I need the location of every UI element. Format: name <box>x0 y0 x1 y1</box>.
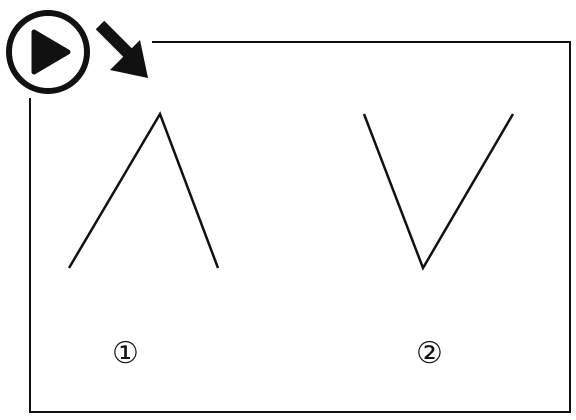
arrow-down-right-icon <box>95 20 148 78</box>
figure-2-v <box>362 113 515 271</box>
diagram-frame <box>29 41 571 413</box>
figure-1-label: ① <box>112 336 139 371</box>
figure-2-label: ② <box>416 336 443 371</box>
figure-1-inverted-v <box>67 111 220 269</box>
play-icon <box>6 10 90 94</box>
